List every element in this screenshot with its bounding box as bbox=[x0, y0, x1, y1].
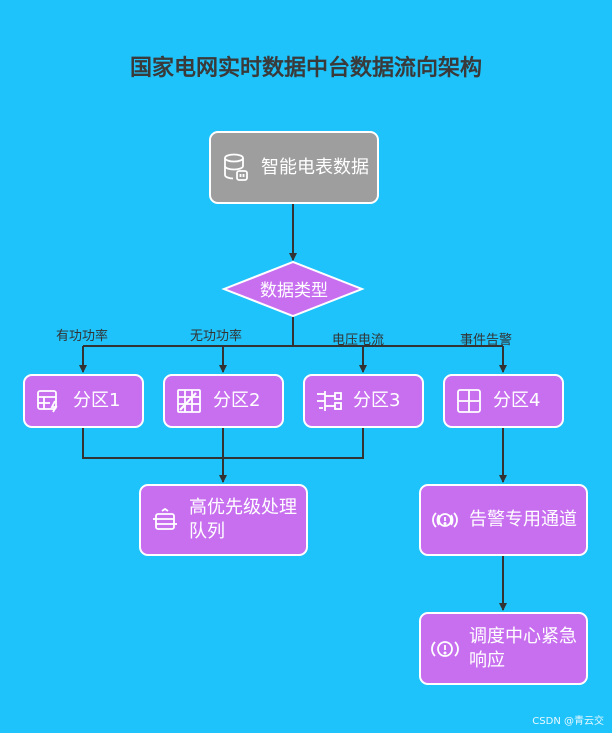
alarm-icon bbox=[421, 508, 469, 532]
datatype-diamond bbox=[221, 260, 365, 318]
emergency-icon bbox=[421, 637, 469, 661]
edge-label-reactive-power: 无功功率 bbox=[190, 329, 243, 344]
partition-2-label: 分区2 bbox=[213, 390, 261, 411]
edge-label-active-power: 有功功率 bbox=[56, 329, 109, 344]
partition-3-node[interactable]: 分区3 bbox=[303, 374, 424, 428]
edge-label-voltage-current: 电压电流 bbox=[332, 333, 385, 348]
dispatch-center-node[interactable]: 调度中心紧急响应 bbox=[419, 612, 588, 685]
page-title: 国家电网实时数据中台数据流向架构 bbox=[129, 56, 482, 81]
dispatch-center-label: 调度中心紧急响应 bbox=[469, 625, 577, 671]
smart-meter-node[interactable]: 智能电表数据 bbox=[209, 131, 379, 204]
priority-queue-label: 高优先级处理队列 bbox=[189, 497, 297, 542]
table-lightning-icon bbox=[25, 389, 73, 413]
branch-icon bbox=[305, 388, 353, 414]
datatype-label: 数据类型 bbox=[260, 281, 328, 301]
layout-grid-icon bbox=[445, 388, 493, 414]
alarm-channel-node[interactable]: 告警专用通道 bbox=[419, 484, 588, 556]
database-icon bbox=[211, 153, 261, 183]
partition-1-node[interactable]: 分区1 bbox=[23, 374, 144, 428]
chart-grid-icon bbox=[165, 388, 213, 414]
edge-label-event-alarm: 事件告警 bbox=[460, 333, 513, 348]
partition-4-label: 分区4 bbox=[493, 390, 541, 411]
queue-icon bbox=[141, 507, 189, 533]
partition-2-node[interactable]: 分区2 bbox=[163, 374, 284, 428]
partition-1-label: 分区1 bbox=[73, 390, 121, 411]
partition-3-label: 分区3 bbox=[353, 390, 401, 411]
partition-4-node[interactable]: 分区4 bbox=[443, 374, 564, 428]
priority-queue-node[interactable]: 高优先级处理队列 bbox=[139, 484, 308, 556]
watermark: CSDN @青云交 bbox=[532, 716, 604, 727]
smart-meter-label: 智能电表数据 bbox=[261, 156, 369, 178]
alarm-channel-label: 告警专用通道 bbox=[469, 509, 577, 530]
